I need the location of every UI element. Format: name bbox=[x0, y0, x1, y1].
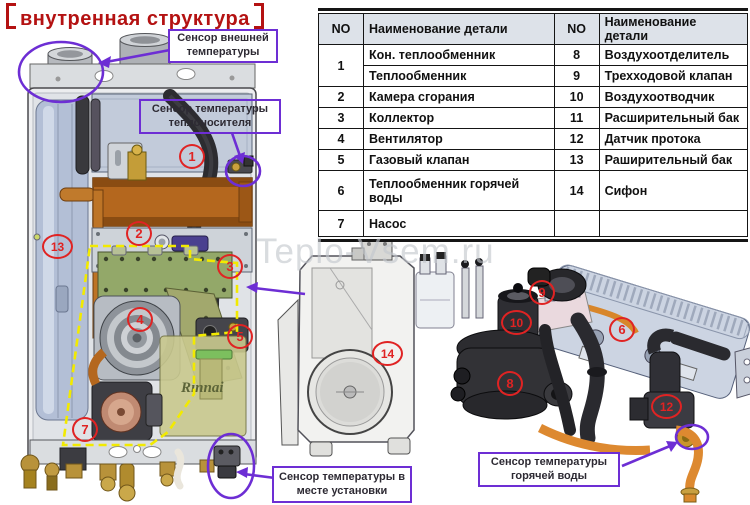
cell-name bbox=[598, 210, 749, 237]
cell-no: 3 bbox=[318, 107, 364, 129]
cell-name: Вентилятор bbox=[363, 128, 555, 150]
cell-name: Датчик протока bbox=[598, 128, 749, 150]
cell-no: 1 bbox=[318, 44, 364, 87]
cell-name: Трехходовой клапан bbox=[598, 65, 749, 87]
right-lenticular-bracket bbox=[253, 3, 264, 29]
cell-no: 9 bbox=[553, 65, 600, 87]
col-header-name-left: Наименование детали bbox=[363, 13, 555, 45]
part-label-8: 8 bbox=[497, 371, 523, 396]
cell-name: Газовый клапан bbox=[363, 149, 555, 171]
cell-no: 10 bbox=[553, 86, 600, 108]
cell-no: 13 bbox=[553, 149, 600, 171]
cell-no: 12 bbox=[553, 128, 600, 150]
part-label-5: 5 bbox=[227, 324, 253, 349]
cell-no: 4 bbox=[318, 128, 364, 150]
cell-name: Насос bbox=[363, 210, 555, 237]
cell-no: 7 bbox=[318, 210, 364, 237]
cell-name: Сифон bbox=[598, 170, 749, 211]
cell-no: 14 bbox=[553, 170, 600, 211]
cell-name: Камера сгорания bbox=[363, 86, 555, 108]
table-row: Теплообменник 9 Трехходовой клапан bbox=[319, 65, 749, 87]
col-header-no-left: NO bbox=[318, 13, 364, 45]
part-label-7: 7 bbox=[72, 417, 98, 442]
cell-name: Теплообменник bbox=[363, 65, 555, 87]
cell-name: Раширительный бак bbox=[598, 149, 749, 171]
callout-outdoor-temp-sensor: Сенсор внешней температуры bbox=[168, 29, 278, 63]
part-label-10: 10 bbox=[501, 310, 532, 335]
part-label-9: 9 bbox=[529, 280, 555, 305]
part-label-13: 13 bbox=[42, 234, 73, 259]
callout-install-place-temp-sensor: Сенсор температуры в месте установки bbox=[272, 466, 412, 503]
cell-name: Воздухоотводчик bbox=[598, 86, 749, 108]
page-title: внутренная структура bbox=[6, 3, 264, 31]
callout-hot-water-temp-sensor: Сенсор температуры горячей воды bbox=[478, 452, 620, 487]
siphon-diagram bbox=[277, 237, 484, 457]
table-row: 1 Кон. теплообменник 8 Воздухоотделитель bbox=[318, 44, 749, 87]
col-header-name-right: Наименование детали bbox=[598, 13, 749, 45]
cell-name: Коллектор bbox=[363, 107, 555, 129]
table-row: 4 Вентилятор 12 Датчик протока bbox=[318, 128, 749, 150]
callout-coolant-temp-sensor: Сенсор температуры теплоносителя bbox=[139, 99, 281, 134]
cell-no: 8 bbox=[553, 44, 600, 66]
cell-no: 11 bbox=[553, 107, 600, 129]
col-header-no-right: NO bbox=[553, 13, 600, 45]
cell-name: Воздухоотделитель bbox=[598, 44, 749, 66]
cell-name: Кон. теплообменник bbox=[363, 44, 555, 66]
cell-name: Расширительный бак bbox=[598, 107, 749, 129]
table-row: 2 Камера сгорания 10 Воздухоотводчик bbox=[318, 86, 749, 108]
part-label-12: 12 bbox=[651, 394, 682, 419]
part-label-3: 3 bbox=[217, 254, 243, 279]
table-row: 6 Теплообменник горячей воды 14 Сифон bbox=[318, 170, 749, 211]
table-row: 3 Коллектор 11 Расширительный бак bbox=[318, 107, 749, 129]
table-row: 5 Газовый клапан 13 Раширительный бак bbox=[318, 149, 749, 171]
cell-no: 6 bbox=[318, 170, 364, 211]
left-lenticular-bracket bbox=[6, 3, 16, 29]
part-label-14: 14 bbox=[372, 341, 403, 366]
part-label-1: 1 bbox=[179, 144, 205, 169]
cell-no bbox=[553, 210, 600, 237]
part-label-2: 2 bbox=[126, 221, 152, 246]
parts-table: NO Наименование детали NO Наименование д… bbox=[318, 8, 749, 242]
cell-no: 5 bbox=[318, 149, 364, 171]
part-label-6: 6 bbox=[609, 317, 635, 342]
page-title-text: внутренная структура bbox=[20, 8, 250, 30]
watermark-text: Teplo-Vsem.ru bbox=[256, 232, 495, 271]
brand-logo-text: Rinnai bbox=[180, 380, 224, 396]
part-label-4: 4 bbox=[127, 307, 153, 332]
table-row: 7 Насос bbox=[318, 210, 749, 237]
cell-name: Теплообменник горячей воды bbox=[363, 170, 555, 211]
cell-no: 2 bbox=[318, 86, 364, 108]
